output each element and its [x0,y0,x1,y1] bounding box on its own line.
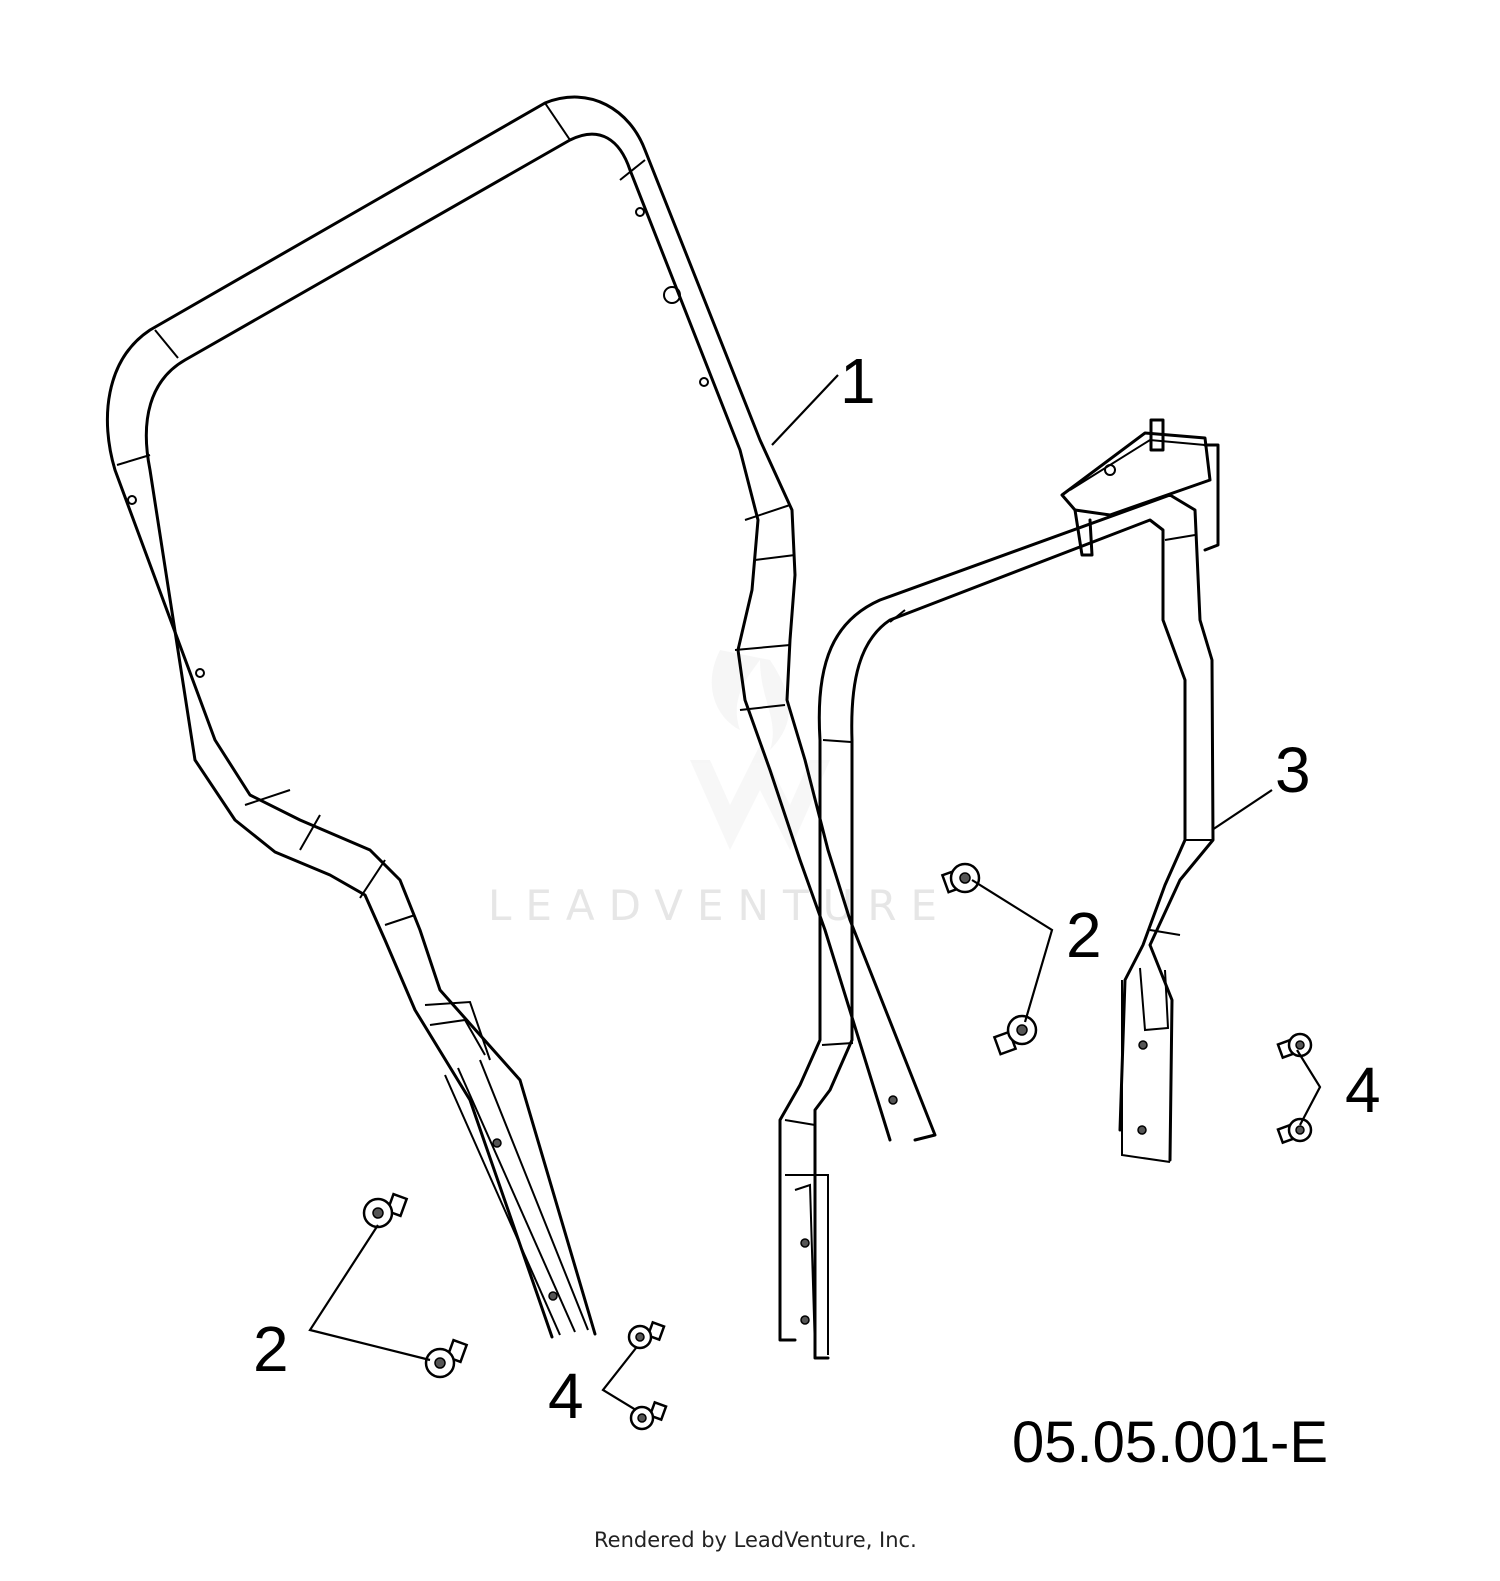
callout-1: 1 [840,345,876,417]
bolt-4-right-bottom [1276,1117,1313,1145]
watermark-logo-icon [690,650,830,850]
bolt-4-left-bottom [629,1400,668,1431]
leader-lines [308,374,1322,1411]
bolt-2-upper-right [992,1014,1038,1056]
watermark: LEADVENTURE [488,650,951,930]
bolt-2-lower-top [362,1192,409,1229]
part-3-frame [778,418,1220,1360]
rendered-by-credit: Rendered by LeadVenture, Inc. [594,1528,917,1552]
callout-3: 3 [1275,734,1311,806]
bolt-2-lower-bottom [424,1338,469,1379]
watermark-text: LEADVENTURE [488,881,951,930]
figure-code: 05.05.001-E [1012,1410,1328,1475]
callout-2-upper: 2 [1066,899,1102,971]
bolt-4-right-top [1276,1032,1313,1060]
callout-4-right: 4 [1345,1054,1381,1126]
callout-2-lower: 2 [253,1313,289,1385]
bolt-4-left-top [627,1320,666,1350]
bolt-2-upper-left [940,862,981,894]
callout-4-left: 4 [548,1360,584,1432]
part-1-frame [105,95,937,1339]
callouts: 1 2 2 3 4 4 [253,345,1381,1432]
